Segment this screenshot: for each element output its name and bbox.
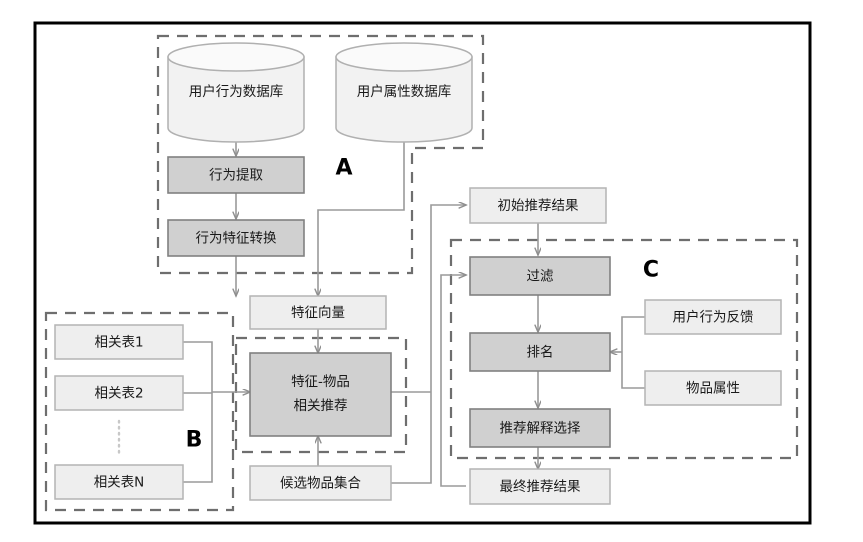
node-relation-table-n[interactable]: 相关表N (54, 464, 184, 500)
edge-attribute-bus (621, 352, 645, 389)
node-recommend-explain-select[interactable]: 推荐解释选择 (469, 408, 611, 448)
group-b-letter: B (186, 428, 203, 453)
node-behavior-feature-transform[interactable]: 行为特征转换 (167, 219, 305, 257)
node-item-attribute[interactable]: 物品属性 (644, 370, 782, 406)
group-c-letter: C (643, 258, 659, 283)
edge-final-result-to-filter (440, 275, 466, 487)
node-relation-table-2[interactable]: 相关表2 (54, 375, 184, 411)
node-user-profile-db[interactable]: 用户属性数据库 (335, 42, 473, 143)
node-behavior-extract[interactable]: 行为提取 (167, 156, 305, 194)
node-filter[interactable]: 过滤 (469, 256, 611, 296)
edge-tablen-bus (183, 392, 213, 483)
group-a-letter: A (335, 156, 352, 181)
edge-feedback-bus (621, 316, 645, 352)
node-user-behavior-feedback[interactable]: 用户行为反馈 (644, 299, 782, 335)
node-feature-vector[interactable]: 特征向量 (249, 295, 387, 330)
edge-profile-db-to-feature-vector (318, 141, 405, 296)
group-b-boundary (44, 311, 235, 512)
outer-frame (33, 21, 812, 525)
node-relation-table-1[interactable]: 相关表1 (54, 324, 184, 360)
group-c-boundary (449, 238, 799, 460)
node-initial-recommend-result[interactable]: 初始推荐结果 (469, 187, 607, 224)
node-final-recommend-result[interactable]: 最终推荐结果 (469, 468, 611, 505)
node-ranking[interactable]: 排名 (469, 332, 611, 372)
group-a-boundary (156, 34, 485, 275)
node-feature-item-recommend[interactable]: 特征-物品 相关推荐 (249, 352, 392, 437)
edge-candidate-to-initial-result (391, 205, 466, 484)
node-user-behavior-db[interactable]: 用户行为数据库 (167, 42, 305, 143)
edge-table1-bus (183, 341, 213, 392)
node-candidate-item-set[interactable]: 候选物品集合 (249, 465, 392, 501)
